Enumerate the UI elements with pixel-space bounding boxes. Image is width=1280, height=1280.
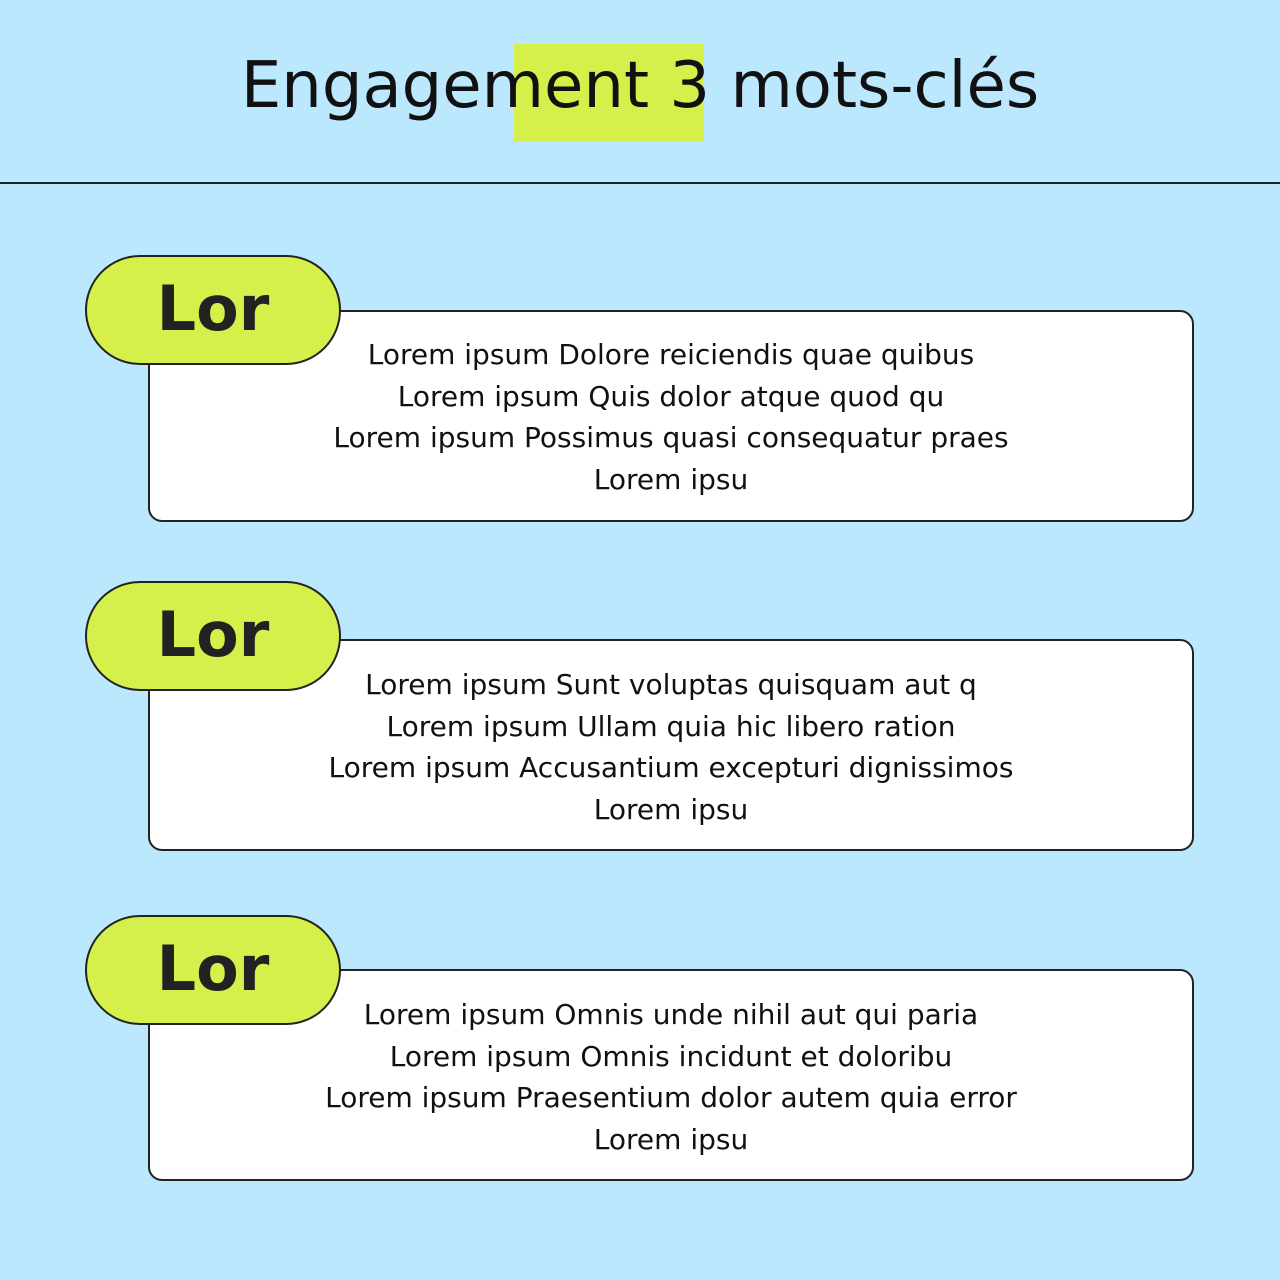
card-2-line-4: Lorem ipsu xyxy=(593,792,749,826)
title-highlight xyxy=(514,44,704,142)
page-title: Engagement 3 mots-clés xyxy=(240,49,1040,123)
card-1-text: Lorem ipsum Dolore reiciendis quae quibu… xyxy=(148,334,1194,500)
card-3-line-2: Lorem ipsum Omnis incidunt et doloribu xyxy=(389,1039,953,1073)
card-2-line-1: Lorem ipsum Sunt voluptas quisquam aut q xyxy=(365,668,977,701)
card-3-line-3: Lorem ipsum Praesentium dolor autem quia… xyxy=(325,1081,1017,1114)
header: Engagement 3 mots-clés xyxy=(0,0,1280,184)
card-2-text: Lorem ipsum Sunt voluptas quisquam aut q… xyxy=(148,664,1194,830)
keyword-pill-2: Lor xyxy=(85,581,341,691)
card-2-line-3: Lorem ipsum Accusantium excepturi dignis… xyxy=(328,751,1014,784)
card-2-line-2: Lorem ipsum Ullam quia hic libero ration xyxy=(386,709,956,743)
card-1-line-3: Lorem ipsum Possimus quasi consequatur p… xyxy=(333,421,1009,454)
card-3-text: Lorem ipsum Omnis unde nihil aut qui par… xyxy=(148,994,1194,1160)
card-3-line-4: Lorem ipsu xyxy=(593,1122,749,1156)
card-1-line-4: Lorem ipsu xyxy=(593,462,749,496)
keyword-pill-1: Lor xyxy=(85,255,341,365)
card-3-line-1: Lorem ipsum Omnis unde nihil aut qui par… xyxy=(363,998,979,1031)
card-1-line-2: Lorem ipsum Quis dolor atque quod qu xyxy=(397,379,945,413)
keyword-pill-3: Lor xyxy=(85,915,341,1025)
card-1-line-1: Lorem ipsum Dolore reiciendis quae quibu… xyxy=(367,338,975,371)
